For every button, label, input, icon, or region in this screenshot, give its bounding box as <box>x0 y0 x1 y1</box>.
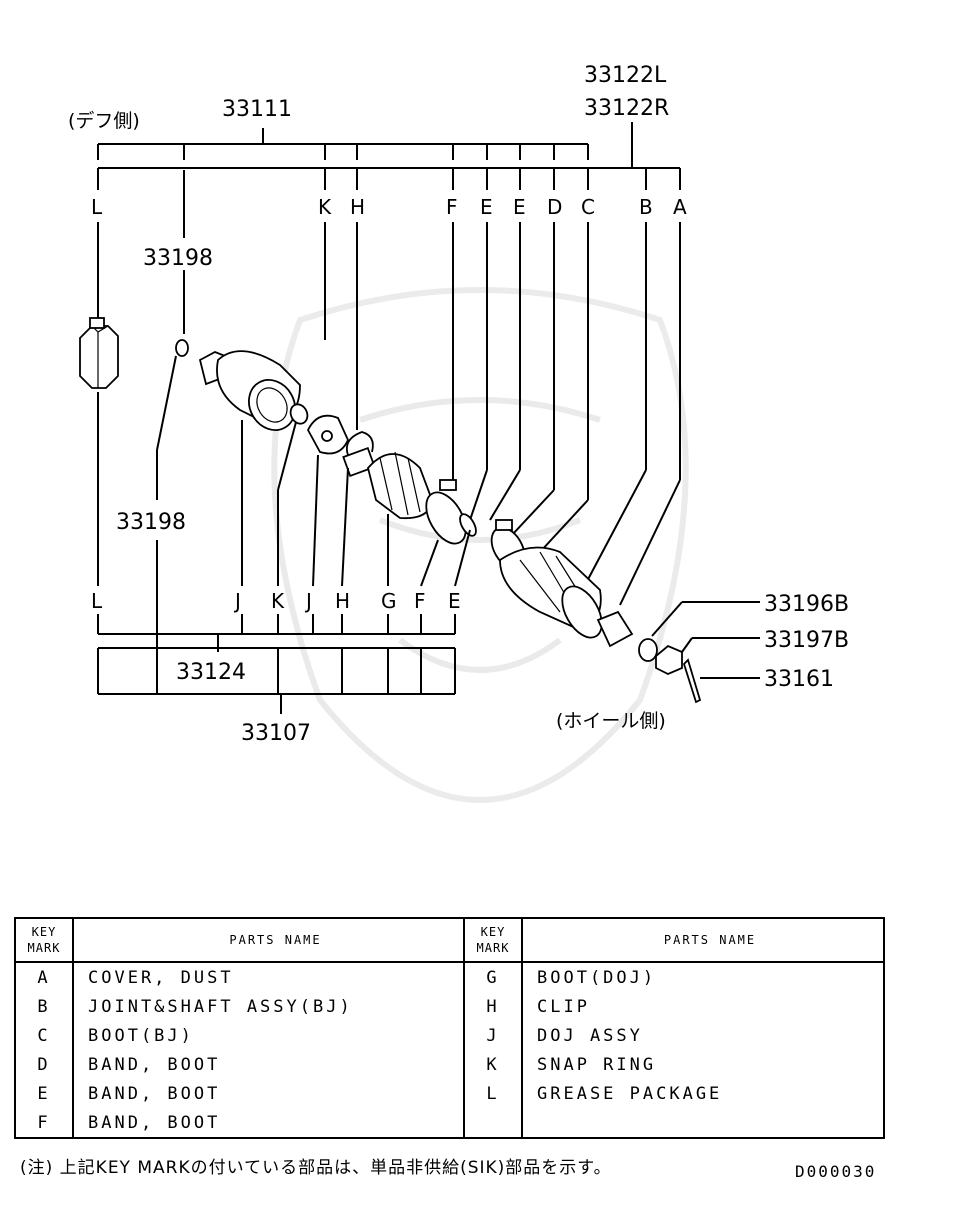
table-row: F BAND, BOOT <box>14 1108 884 1138</box>
bottom-key-k: K <box>271 589 285 613</box>
top-key-f: F <box>446 195 458 219</box>
cotter-pin-icon <box>682 658 702 704</box>
o-ring-icon <box>175 339 189 357</box>
top-key-e1: E <box>480 195 493 219</box>
table-row: D BAND, BOOT K SNAP RING <box>14 1050 884 1079</box>
part-number-33122l: 33122L <box>584 63 667 88</box>
doj-housing-icon <box>198 350 301 431</box>
bottom-key-j2: J <box>304 589 312 613</box>
top-leader-lines <box>97 170 681 606</box>
part-number-33122r: 33122R <box>584 96 669 121</box>
top-brackets <box>97 122 681 190</box>
washer-icon <box>638 638 658 662</box>
bottom-key-f: F <box>414 589 426 613</box>
boot-bands-icon <box>425 479 526 570</box>
top-key-c: C <box>581 195 595 219</box>
part-number-33107: 33107 <box>241 721 311 746</box>
watermark-emblem <box>271 287 689 803</box>
right-leader-lines <box>651 601 760 679</box>
parts-name-header-right: PARTS NAME <box>521 918 884 963</box>
nut-icon <box>655 644 683 675</box>
bottom-brackets <box>97 540 456 714</box>
top-key-l: L <box>91 195 103 219</box>
wheel-side-label: (ホイール側) <box>556 710 666 732</box>
part-number-33198-mid: 33198 <box>116 510 186 535</box>
part-number-33111: 33111 <box>222 97 292 122</box>
top-key-k: K <box>318 195 332 219</box>
part-number-33198-top: 33198 <box>143 246 213 271</box>
top-key-d: D <box>547 195 562 219</box>
top-key-b: B <box>639 195 653 219</box>
part-number-33196b: 33196B <box>764 592 849 617</box>
diff-side-label: (デフ側) <box>68 110 140 132</box>
table-row: A COVER, DUST G BOOT(DOJ) <box>14 962 884 992</box>
bottom-key-g: G <box>381 589 397 613</box>
bottom-key-e: E <box>448 589 461 613</box>
sik-footnote: (注) 上記KEY MARKの付いている部品は、単品非供給(SIK)部品を示す。 <box>20 1158 612 1178</box>
table-row: C BOOT(BJ) J DOJ ASSY <box>14 1021 884 1050</box>
document-id: D000030 <box>795 1162 877 1181</box>
snap-ring-icon <box>289 403 309 425</box>
bottom-leader-lines <box>97 355 471 587</box>
top-key-a: A <box>673 195 687 219</box>
part-number-33197b: 33197B <box>764 628 849 653</box>
table-row: B JOINT&SHAFT ASSY(BJ) H CLIP <box>14 992 884 1021</box>
part-number-33161: 33161 <box>764 667 834 692</box>
bottom-key-l: L <box>91 589 103 613</box>
top-key-h: H <box>350 195 365 219</box>
doj-boot-icon <box>342 447 433 520</box>
table-row: E BAND, BOOT L GREASE PACKAGE <box>14 1079 884 1108</box>
parts-name-header-left: PARTS NAME <box>72 918 464 963</box>
top-key-e2: E <box>513 195 526 219</box>
grease-package-icon <box>79 317 119 389</box>
bj-boot-joint-icon <box>499 546 634 648</box>
tripod-joint-icon <box>306 414 349 455</box>
bottom-key-h: H <box>335 589 350 613</box>
part-number-33124: 33124 <box>176 660 246 685</box>
exploded-parts-diagram: (デフ側) (ホイール側) 33111 33122L 33122R 33198 … <box>68 63 849 803</box>
bottom-key-j1: J <box>233 589 241 613</box>
